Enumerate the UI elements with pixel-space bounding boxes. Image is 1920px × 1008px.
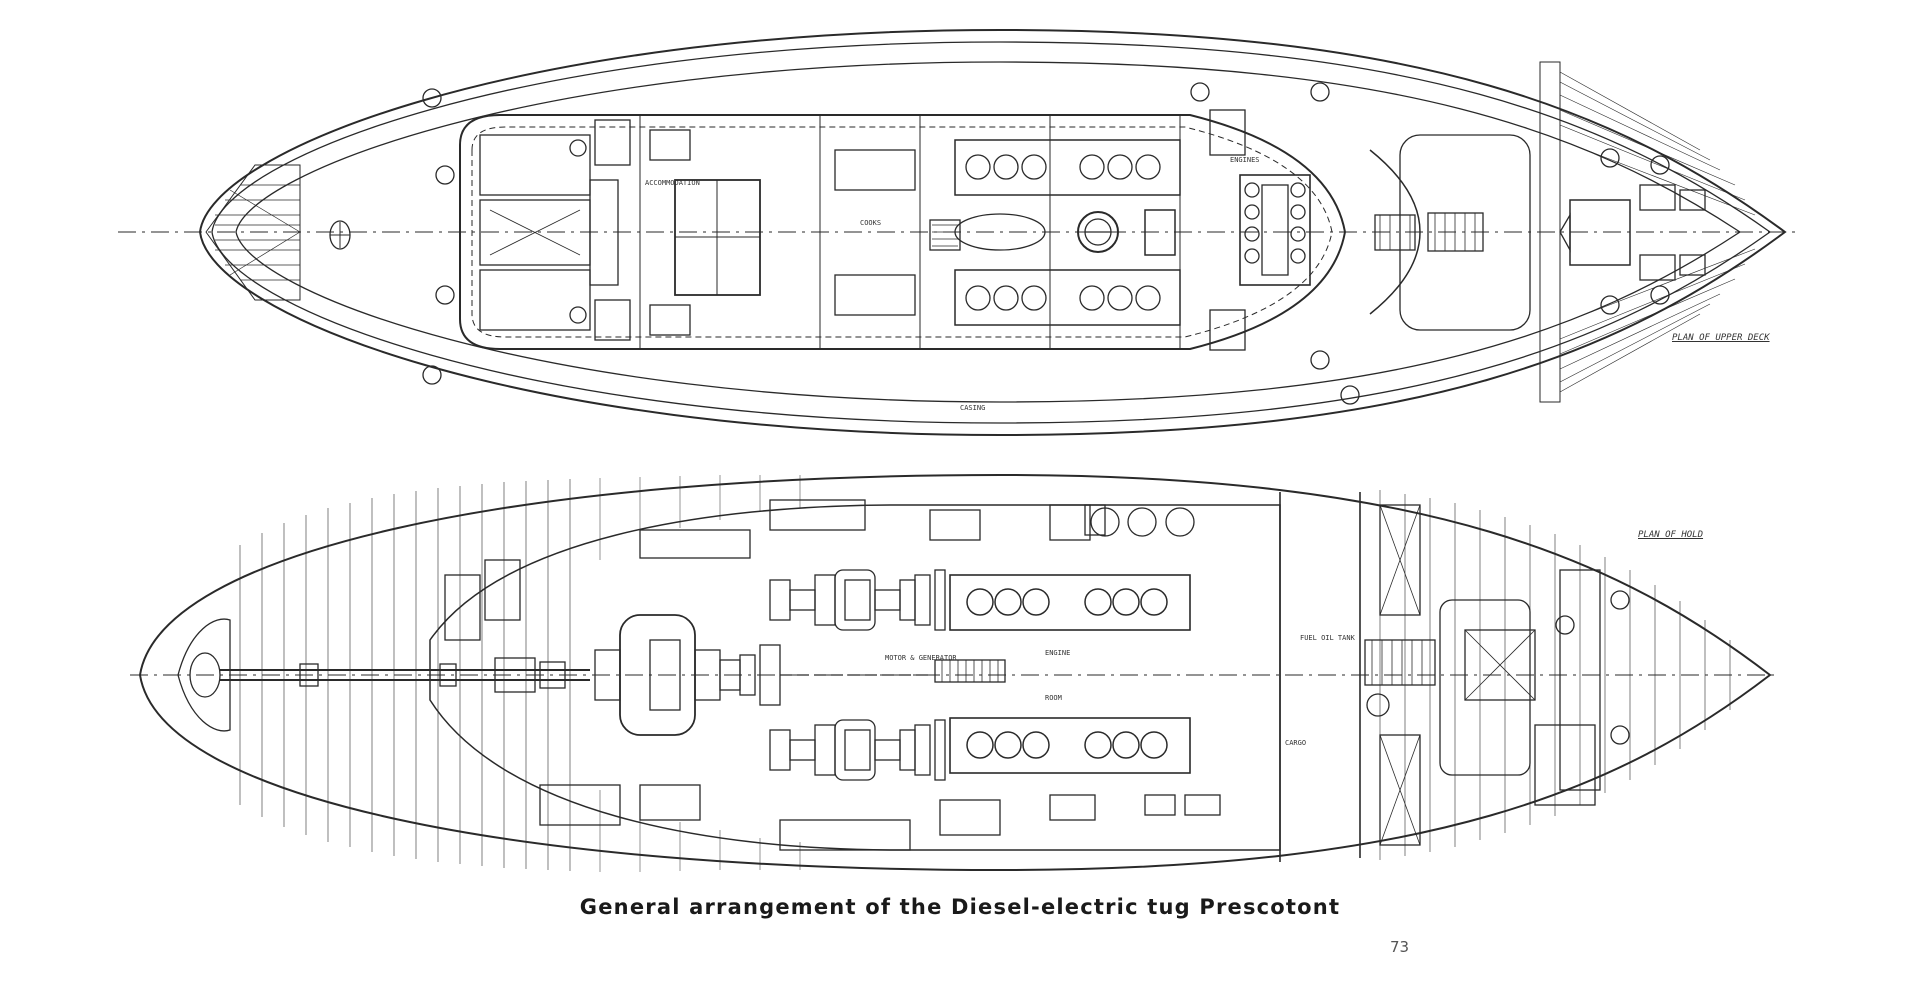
upper-deck-plan-label: PLAN OF UPPER DECK — [1672, 333, 1770, 343]
hold-plan — [130, 473, 1780, 872]
diesel-engine-port — [949, 574, 1191, 631]
upper-deck-plan — [118, 28, 1795, 437]
svg-text:COOKS: COOKS — [860, 219, 881, 227]
drawing-annotations: ACCOMMODATION COOKS ENGINES CASING MOTOR… — [645, 156, 1356, 747]
svg-text:CARGO: CARGO — [1285, 739, 1306, 747]
engine-cylinders — [966, 588, 1168, 759]
svg-text:FUEL OIL TANK: FUEL OIL TANK — [1300, 634, 1356, 642]
generator-casing-stbd — [954, 269, 1181, 326]
svg-text:ENGINE: ENGINE — [1045, 649, 1070, 657]
stern-grating — [205, 164, 301, 301]
svg-text:ROOM: ROOM — [1045, 694, 1062, 702]
deckhouse-outline — [459, 114, 1347, 350]
generator-set-stbd — [769, 719, 931, 781]
page-mark: 73 — [1390, 938, 1410, 956]
generator-casing-port — [954, 139, 1181, 196]
generator-set-port — [769, 569, 931, 631]
mess-table — [1239, 174, 1311, 286]
hold-hull-outline — [138, 473, 1772, 872]
deck-bollards — [422, 82, 1670, 405]
svg-text:CASING: CASING — [960, 404, 985, 412]
foredeck-planking — [1539, 61, 1561, 403]
svg-text:MOTOR & GENERATOR: MOTOR & GENERATOR — [885, 654, 957, 662]
exhaust-circles — [965, 154, 1161, 311]
diesel-engine-stbd — [949, 717, 1191, 774]
hold-plan-label: PLAN OF HOLD — [1638, 530, 1704, 540]
engine-room-outline — [429, 504, 1281, 851]
funnel — [1077, 211, 1119, 253]
svg-text:ENGINES: ENGINES — [1230, 156, 1260, 164]
figure-caption: General arrangement of the Diesel-electr… — [579, 895, 1341, 919]
svg-text:ACCOMMODATION: ACCOMMODATION — [645, 179, 700, 187]
